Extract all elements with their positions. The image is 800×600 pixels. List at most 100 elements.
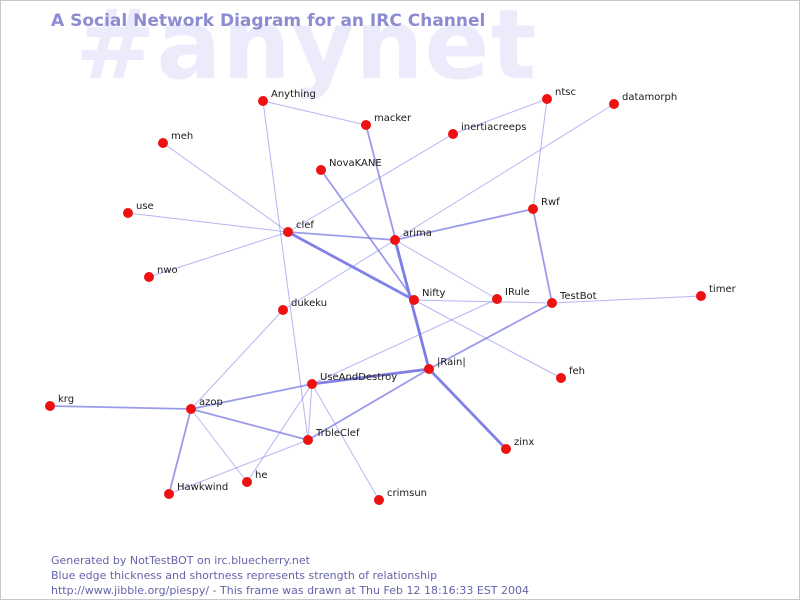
node-dot (316, 165, 326, 175)
node-ntsc: ntsc (542, 87, 576, 104)
node-dot (696, 291, 706, 301)
edge-anything-trbleclef (262, 100, 309, 441)
edge-irule-useanddestroy (311, 298, 498, 385)
node-layer: Anything macker inertiacreeps ntsc datamorph… (45, 87, 737, 505)
node-datamorph: datamorph (609, 92, 677, 109)
edge-meh-clef (162, 142, 289, 233)
edge-ntsc-rwf (532, 98, 548, 210)
node-krg: krg (45, 394, 74, 411)
node-label: Hawkwind (177, 482, 228, 493)
node-label: zinx (514, 437, 534, 448)
node-dot (158, 138, 168, 148)
node-label: meh (171, 131, 193, 142)
node-label: he (255, 470, 268, 481)
node-he: he (242, 470, 268, 487)
node-dot (303, 435, 313, 445)
edge-arima-dukeku (282, 239, 396, 311)
edge-datamorph-arima (394, 103, 615, 241)
node-label: TrbleClef (315, 428, 360, 439)
node-dot (278, 305, 288, 315)
node-dot (283, 227, 293, 237)
node-feh: feh (556, 366, 585, 383)
footer-generated-by: Generated by NotTestBOT on irc.bluecherr… (51, 554, 310, 567)
node-label: inertiacreeps (461, 122, 526, 133)
node-arima: arima (390, 228, 432, 245)
node-nwo: nwo (144, 265, 178, 282)
edge-novakane-nifty (320, 169, 415, 301)
edge-useanddestroy-crimsun (311, 383, 380, 501)
node-nifty: Nifty (409, 288, 446, 305)
node-dukeku: dukeku (278, 298, 327, 315)
node-dot (501, 444, 511, 454)
node-dot (390, 235, 400, 245)
edge-anything-macker (262, 100, 367, 126)
edge-azop-he (190, 408, 248, 483)
node-meh: meh (158, 131, 193, 148)
node-label: TestBot (559, 291, 597, 302)
node-inertiacreeps: inertiacreeps (448, 122, 526, 139)
node-label: |Rain| (437, 357, 466, 368)
node-dot (123, 208, 133, 218)
edge-inertiacreeps-clef (287, 133, 454, 233)
node-rain: |Rain| (424, 357, 466, 374)
edge-nifty-testbot (413, 299, 553, 304)
footer-timestamp: http://www.jibble.org/piespy/ - This fra… (51, 584, 530, 597)
node-label: dukeku (291, 298, 327, 309)
node-dot (528, 204, 538, 214)
node-dot (258, 96, 268, 106)
edge-nifty-feh (413, 299, 562, 379)
node-dot (144, 272, 154, 282)
node-label: clef (296, 220, 314, 231)
node-dot (492, 294, 502, 304)
edge-azop-trbleclef (190, 408, 309, 441)
node-label: use (136, 201, 154, 212)
node-use: use (123, 201, 154, 218)
node-dot (542, 94, 552, 104)
edge-clef-arima (287, 231, 396, 241)
edge-nwo-clef (148, 231, 289, 278)
node-rwf: Rwf (528, 197, 560, 214)
node-label: macker (374, 113, 412, 124)
node-trbleclef: TrbleClef (303, 428, 360, 445)
edge-useanddestroy-trbleclef (307, 383, 313, 441)
node-label: Rwf (541, 197, 560, 208)
node-anything: Anything (258, 89, 316, 106)
node-testbot: TestBot (547, 291, 597, 308)
node-dot (242, 477, 252, 487)
edge-azop-hawkwind (168, 408, 192, 495)
edge-useanddestroy-azop (190, 383, 313, 410)
footer-legend-note: Blue edge thickness and shortness repres… (51, 569, 438, 582)
edge-use-clef (127, 212, 289, 233)
edge-krg-azop (49, 405, 192, 410)
node-dot (164, 489, 174, 499)
node-dot (448, 129, 458, 139)
edge-arima-irule (394, 239, 498, 300)
node-irule: IRule (492, 287, 530, 304)
channel-watermark: #anynet (75, 0, 538, 101)
node-timer: timer (696, 284, 737, 301)
footer: Generated by NotTestBOT on irc.bluecherr… (51, 553, 529, 598)
node-hawkwind: Hawkwind (164, 482, 228, 499)
node-clef: clef (283, 220, 314, 237)
edge-testbot-rain (428, 302, 553, 370)
node-label: NovaKANE (329, 158, 382, 169)
edge-testbot-timer (551, 295, 702, 304)
edge-layer (49, 98, 702, 501)
node-dot (409, 295, 419, 305)
node-label: timer (709, 284, 737, 295)
node-label: azop (199, 397, 223, 408)
node-crimsun: crimsun (374, 488, 427, 505)
edge-clef-nifty (287, 230, 415, 302)
node-macker: macker (361, 113, 412, 130)
edge-rwf-testbot (532, 208, 553, 304)
node-label: ntsc (555, 87, 576, 98)
node-azop: azop (186, 397, 223, 414)
edge-inertiacreeps-ntsc (452, 98, 548, 135)
node-label: datamorph (622, 92, 677, 103)
node-dot (361, 120, 371, 130)
node-label: feh (569, 366, 585, 377)
node-dot (307, 379, 317, 389)
node-dot (556, 373, 566, 383)
